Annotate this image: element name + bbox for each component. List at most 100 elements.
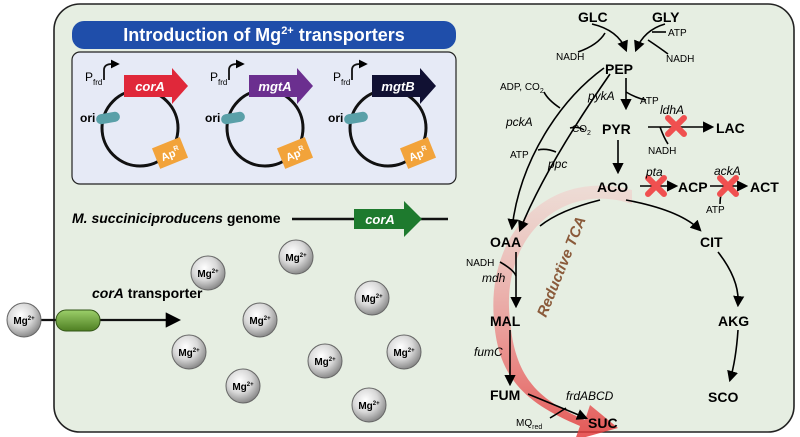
genome-corA-gene	[354, 201, 422, 237]
cof-co2-ppc: CO2	[572, 124, 591, 137]
svg-text:Mg2+: Mg2+	[314, 357, 336, 368]
arrow-fum-suc	[527, 393, 589, 420]
arrow-co2-ppc	[569, 126, 585, 131]
ori-label: ori	[205, 111, 220, 125]
arrow-mq	[549, 407, 567, 419]
met-lac: LAC	[716, 120, 745, 136]
met-act: ACT	[750, 179, 779, 195]
svg-text:Mg2+: Mg2+	[178, 348, 200, 359]
title-bar	[72, 21, 456, 49]
gene-label: mgtA	[258, 79, 291, 94]
cof-nadh-ldh: NADH	[648, 146, 676, 157]
mg-ion: Mg2+	[351, 387, 387, 423]
met-mal: MAL	[490, 313, 521, 329]
transporter-label: corA transporter	[92, 285, 203, 301]
gene-label: corA	[135, 79, 165, 94]
arrow-adp-pck	[543, 91, 561, 109]
arrow-atp-pck	[537, 148, 557, 153]
gene-arrow	[249, 68, 313, 104]
mg-ion: Mg2+	[190, 255, 226, 291]
svg-text:Mg2+: Mg2+	[197, 269, 219, 280]
enz-pykA: pykA	[587, 89, 615, 103]
cof-mq: MQred	[516, 418, 542, 431]
cof-nadh-mdh: NADH	[466, 258, 494, 269]
cof-nadh-gly: NADH	[666, 54, 694, 65]
promoter-label: Pfrd	[85, 70, 102, 87]
enz-pta: pta	[645, 165, 663, 179]
promoter-arrow-icon	[103, 59, 120, 80]
arrow-akg-sco	[727, 329, 739, 383]
plasmid-corA: Pfrd corA ori ApR	[80, 59, 189, 169]
met-oaa: OAA	[490, 234, 521, 250]
knockout-pta-icon	[645, 175, 667, 197]
ori-label: ori	[80, 111, 95, 125]
mg-ion: Mg2+	[6, 302, 42, 338]
title-text: Introduction of Mg2+ transporters	[123, 25, 405, 45]
met-acp: ACP	[678, 179, 708, 195]
amp-marker	[399, 137, 437, 169]
svg-text:Mg2+: Mg2+	[13, 316, 35, 327]
ori-site	[96, 111, 120, 125]
corA-transporter-icon	[55, 309, 101, 332]
met-pep: PEP	[605, 61, 633, 77]
met-aco: ACO	[597, 179, 628, 195]
met-gly: GLY	[652, 9, 680, 25]
promoter-label: Pfrd	[333, 70, 350, 87]
enz-ldhA: ldhA	[660, 103, 684, 117]
svg-text:Mg2+: Mg2+	[232, 382, 254, 393]
knockout-ackA-icon	[717, 175, 739, 197]
met-suc: SUC	[588, 415, 618, 431]
cof-atp-pck: ATP	[510, 150, 529, 161]
svg-text:Mg2+: Mg2+	[249, 316, 271, 327]
promoter-arrow-icon	[228, 59, 245, 80]
arrow-atp-pyk	[625, 91, 647, 101]
arrow-oaa-cit	[539, 199, 601, 227]
genome-gene-label: corA	[365, 212, 395, 227]
gene-arrow	[372, 68, 436, 104]
arrow-nadh-gly	[647, 39, 669, 55]
met-pyr: PYR	[602, 121, 631, 137]
gene-arrow	[124, 68, 188, 104]
gene-label: mgtB	[381, 79, 414, 94]
ori-label: ori	[328, 111, 343, 125]
cof-atp-gly: ATP	[668, 28, 687, 39]
arrow-glc-pep	[591, 23, 628, 53]
mg-ions: Mg2+ Mg2+ Mg2+ Mg2+ Mg2+ Mg2+ Mg2+ Mg2+ …	[6, 239, 422, 423]
cof-adp-co2: ADP, CO2	[500, 82, 544, 95]
arrow-pep-oaa-ppc	[518, 73, 611, 233]
genome-label: M. succiniciproducens genome	[72, 210, 281, 226]
enzyme-labels: pykA ldhA pckA ppc pta ackA mdh fumC frd…	[474, 89, 741, 403]
mg-ion: Mg2+	[307, 343, 343, 379]
knockout-ldhA-icon	[665, 115, 687, 137]
met-akg: AKG	[718, 313, 749, 329]
svg-text:Mg2+: Mg2+	[361, 294, 383, 305]
plasmid-mgtB: Pfrd mgtB ori ApR	[328, 59, 437, 169]
enz-mdh: mdh	[482, 271, 506, 285]
amp-label: ApR	[407, 145, 430, 164]
mg-ion: Mg2+	[225, 368, 261, 404]
mg-ion: Mg2+	[278, 239, 314, 275]
enz-ppc: ppc	[547, 157, 567, 171]
promoter-label: Pfrd	[210, 70, 227, 87]
enz-pckA: pckA	[505, 115, 533, 129]
svg-text:Mg2+: Mg2+	[393, 348, 415, 359]
ori-site	[221, 111, 245, 125]
metabolite-labels: GLC GLY PEP PYR LAC ACO ACP ACT OAA CIT …	[490, 9, 779, 431]
arrow-cit-akg	[717, 251, 745, 308]
promoter-arrow-icon	[351, 59, 368, 80]
met-cit: CIT	[700, 234, 723, 250]
cofactor-labels: NADH ATP NADH ADP, CO2 ATP CO2 ATP NADH …	[466, 28, 725, 431]
enz-fumC: fumC	[474, 345, 503, 359]
enz-frdABCD: frdABCD	[566, 389, 614, 403]
arrow-pep-oaa-pckA	[507, 67, 605, 231]
enz-ackA: ackA	[714, 164, 741, 178]
amp-marker	[151, 137, 189, 169]
cof-atp-pyk: ATP	[640, 96, 659, 107]
mg-ion: Mg2+	[354, 280, 390, 316]
arrow-aco-cit	[625, 199, 702, 232]
svg-text:Mg2+: Mg2+	[285, 253, 307, 264]
arrow-nadh-ldh	[659, 126, 669, 145]
knockout-marks	[645, 115, 739, 197]
